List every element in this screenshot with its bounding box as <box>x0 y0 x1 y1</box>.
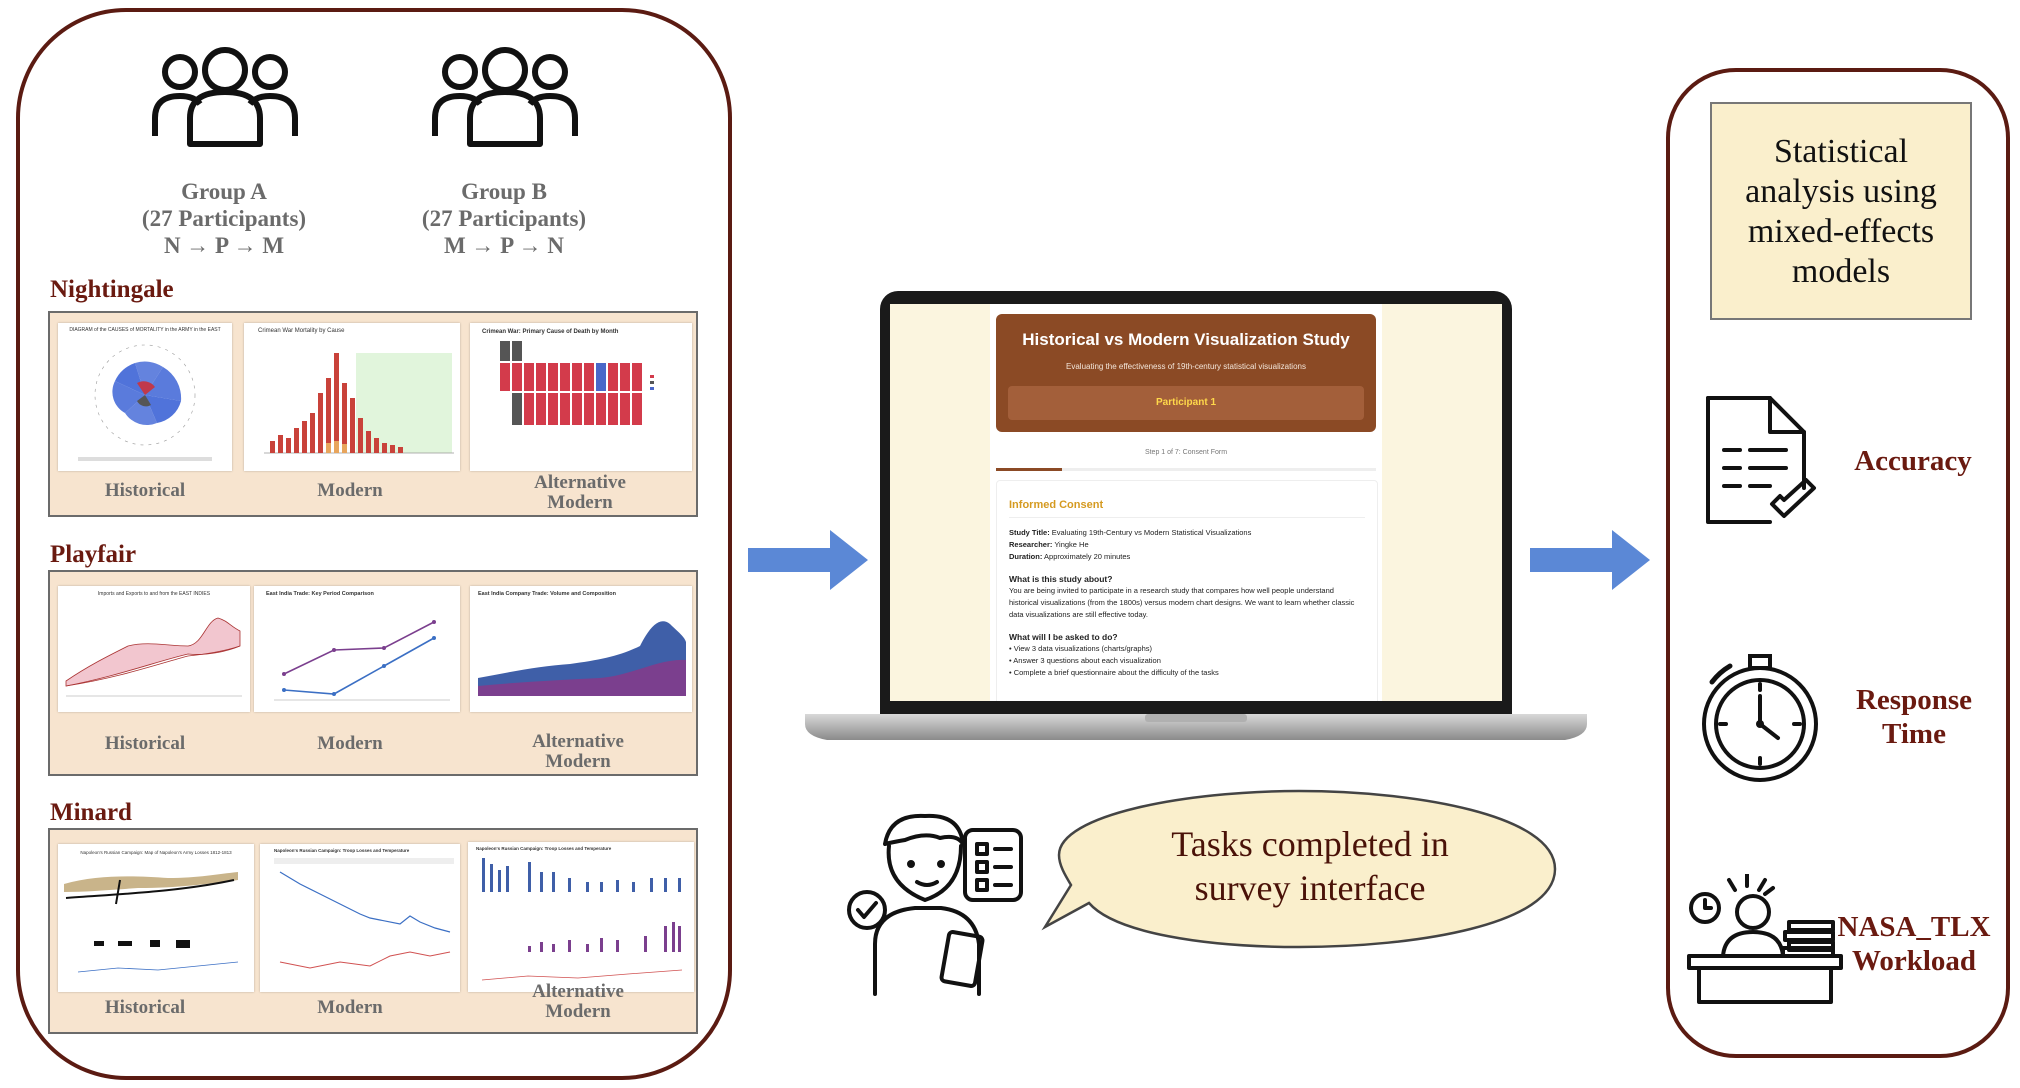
bullet-item: • Complete a brief questionnaire about t… <box>1009 668 1219 677</box>
group-b-people-icon <box>432 47 578 147</box>
minard-historical-thumb: Napoleon's Russian Campaign: Map of Napo… <box>58 844 254 992</box>
playfair-caption-modern: Modern <box>317 733 383 754</box>
minard-alternative-title: Napoleon's Russian Campaign: Troop Losse… <box>476 846 612 851</box>
group-a-order: N → P → M <box>163 233 285 258</box>
survey-title: Historical vs Modern Visualization Study <box>1022 330 1350 349</box>
study-title-label: Study Title: <box>1009 528 1050 537</box>
nightingale-alternative-title: Crimean War: Primary Cause of Death by M… <box>482 329 619 335</box>
minard-modern-title: Napoleon's Russian Campaign: Troop Losse… <box>274 848 410 853</box>
study-details: Study Title: Evaluating 19th-Century vs … <box>1009 527 1365 679</box>
nightingale-historical-title: DIAGRAM of the CAUSES of MORTALITY in th… <box>69 327 220 333</box>
nightingale-caption-alternative: Alternative Modern <box>534 472 626 513</box>
minard-strip: Napoleon's Russian Campaign: Map of Napo… <box>48 828 698 1034</box>
group-a-name: Group A <box>181 179 267 204</box>
asked-heading: What will I be asked to do? <box>1009 632 1118 642</box>
study-title-value: Evaluating 19th-Century vs Modern Statis… <box>1051 528 1252 537</box>
participant-badge: Participant 1 <box>1008 386 1364 420</box>
speech-bubble <box>1041 789 1557 949</box>
minard-caption-modern: Modern <box>317 997 383 1018</box>
bullet-item: • View 3 data visualizations (charts/gra… <box>1009 644 1152 653</box>
researcher-value: Yingke He <box>1054 540 1089 549</box>
playfair-modern-title: East India Trade: Key Period Comparison <box>266 591 375 597</box>
survey-subtitle: Evaluating the effectiveness of 19th-cen… <box>1066 362 1306 371</box>
consent-card: Informed Consent Study Title: Evaluating… <box>996 480 1378 701</box>
laptop-base <box>805 714 1587 740</box>
playfair-historical-title: Imports and Exports to and from the EAST… <box>98 591 211 597</box>
bullet-item: • Answer 3 questions about each visualiz… <box>1009 656 1161 665</box>
workload-desk-icon <box>1687 874 1843 1004</box>
metric-accuracy: Accuracy <box>1854 445 1972 477</box>
section-title-playfair: Playfair <box>50 541 137 568</box>
playfair-modern-thumb: East India Trade: Key Period Comparison <box>254 586 460 712</box>
playfair-alternative-title: East India Company Trade: Volume and Com… <box>478 591 617 597</box>
playfair-historical-thumb: Imports and Exports to and from the EAST… <box>58 586 250 712</box>
playfair-strip: Imports and Exports to and from the EAST… <box>48 570 698 776</box>
metric-workload: NASA_TLX Workload <box>1837 911 1991 977</box>
group-b-label: Group B (27 Participants) M → P → N <box>374 178 634 259</box>
survey-header: Historical vs Modern Visualization Study… <box>996 314 1376 432</box>
participant-person-icon <box>847 813 1023 996</box>
playfair-alternative-thumb: East India Company Trade: Volume and Com… <box>470 586 692 712</box>
nightingale-caption-modern: Modern <box>317 480 383 501</box>
minard-caption-historical: Historical <box>104 997 186 1018</box>
consent-heading: Informed Consent <box>1009 499 1104 511</box>
arrow-to-survey-icon <box>748 530 868 590</box>
duration-label: Duration: <box>1009 552 1043 561</box>
group-a-participants: (27 Participants) <box>141 206 307 231</box>
bubble-text: Tasks completed in survey interface <box>1171 824 1449 908</box>
minard-alternative-thumb: Napoleon's Russian Campaign: Troop Losse… <box>468 842 694 992</box>
survey-page: Historical vs Modern Visualization Study… <box>990 304 1382 701</box>
analysis-text: Statistical analysis using mixed-effects… <box>1745 133 1937 290</box>
minard-caption-alternative: Alternative Modern <box>532 981 624 1022</box>
minard-modern-thumb: Napoleon's Russian Campaign: Troop Losse… <box>260 844 460 992</box>
group-a-people-icon <box>152 47 298 147</box>
progress-fill <box>996 468 1062 471</box>
analysis-note: Statistical analysis using mixed-effects… <box>1710 102 1972 320</box>
about-heading: What is this study about? <box>1009 574 1113 584</box>
participant-label: Participant 1 <box>1155 397 1217 408</box>
about-text: You are being invited to participate in … <box>1009 586 1355 619</box>
survey-step: Step 1 of 7: Consent Form <box>1144 449 1228 456</box>
nightingale-historical-thumb: DIAGRAM of the CAUSES of MORTALITY in th… <box>58 323 232 471</box>
nightingale-strip: DIAGRAM of the CAUSES of MORTALITY in th… <box>48 311 698 517</box>
nightingale-alternative-thumb: Crimean War: Primary Cause of Death by M… <box>470 323 692 471</box>
progress-track <box>996 468 1376 471</box>
minard-historical-title: Napoleon's Russian Campaign: Map of Napo… <box>80 850 232 855</box>
nightingale-caption-historical: Historical <box>104 480 186 501</box>
nightingale-modern-title: Crimean War Mortality by Cause <box>258 328 345 334</box>
consent-divider <box>1009 517 1365 518</box>
nightingale-modern-thumb: Crimean War Mortality by Cause <box>244 323 460 471</box>
playfair-caption-historical: Historical <box>104 733 186 754</box>
duration-value: Approximately 20 minutes <box>1044 552 1131 561</box>
group-b-name: Group B <box>461 179 547 204</box>
group-b-order: M → P → N <box>443 233 565 258</box>
group-a-label: Group A (27 Participants) N → P → M <box>94 178 354 259</box>
group-b-participants: (27 Participants) <box>421 206 587 231</box>
playfair-caption-alternative: Alternative Modern <box>532 731 624 772</box>
document-check-icon <box>1706 396 1816 524</box>
section-title-nightingale: Nightingale <box>50 276 174 303</box>
researcher-label: Researcher: <box>1009 540 1053 549</box>
arrow-to-analysis-icon <box>1530 530 1650 590</box>
stopwatch-icon <box>1702 654 1818 782</box>
metric-response-time: Response Time <box>1855 684 1972 750</box>
section-title-minard: Minard <box>50 799 132 826</box>
laptop-screen: Historical vs Modern Visualization Study… <box>890 304 1502 701</box>
